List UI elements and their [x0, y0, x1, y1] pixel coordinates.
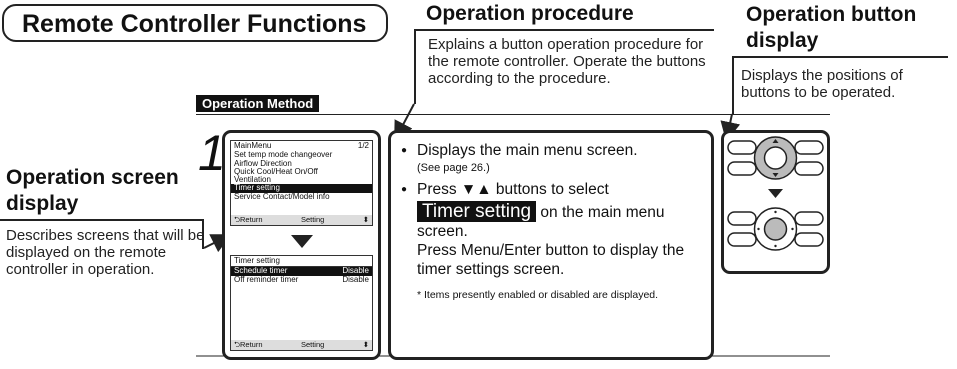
procedure-note: * Items presently enabled or disabled ar… — [417, 289, 659, 301]
operation-screen-bracket — [202, 219, 204, 249]
procedure-step-2: Press ▼▲ buttons to select Timer setting… — [401, 180, 701, 279]
operation-screen-display-heading: Operation screen display — [6, 165, 179, 217]
main-menu-page: 1/2 — [357, 141, 369, 150]
operation-procedure-description: Explains a button operation procedure fo… — [428, 36, 706, 87]
menu-item-label: Set temp mode changeover — [234, 150, 333, 160]
menu-item-label: Ventilation — [234, 175, 271, 185]
main-menu-screen: MainMenu 1/2 Set temp mode changeover Ai… — [230, 140, 373, 226]
procedure-step-1: Displays the main menu screen. — [401, 141, 701, 160]
procedure-step-1-reference: (See page 26.) — [417, 162, 490, 174]
setting-text: Setting — [300, 339, 325, 349]
procedure-step-2-post: on the main menu — [540, 204, 665, 221]
timer-setting-footer: ⮌Return Setting ⬍ — [231, 340, 372, 350]
timer-row-label: Off reminder timer — [234, 274, 299, 284]
down-triangle-icon — [291, 235, 313, 248]
menu-item[interactable]: Airflow Direction — [231, 158, 372, 168]
down-triangle-icon — [768, 189, 783, 198]
up-down-arrow-icon: ⬍ — [362, 214, 369, 224]
main-menu-header: MainMenu 1/2 — [231, 141, 372, 151]
remote-button-icon-top — [727, 136, 824, 180]
menu-item[interactable]: Service Contact/Model info — [231, 191, 372, 201]
menu-item-label: Quick Cool/Heat On/Off — [234, 166, 318, 176]
setting-text: Setting — [300, 214, 325, 224]
timer-row-label: Schedule timer — [234, 266, 288, 276]
menu-item[interactable]: Set temp mode changeover — [231, 150, 372, 160]
page-title: Remote Controller Functions — [2, 4, 388, 42]
procedure-step-2-line2: Timer setting on the main menu — [417, 201, 701, 222]
timer-setting-highlight: Timer setting — [417, 201, 537, 222]
up-down-arrow-icon: ⬍ — [362, 339, 369, 349]
operation-button-display-heading: Operation button display — [746, 2, 916, 54]
return-icon: ⮌ — [234, 214, 241, 224]
operation-method-label: Operation Method — [196, 95, 320, 112]
operation-screen-heading-line2: display — [6, 192, 79, 215]
button-panel — [721, 130, 830, 274]
operation-button-heading-line1: Operation button — [746, 3, 917, 26]
step-number: 1 — [198, 125, 226, 181]
procedure-step-2-extra: Press Menu/Enter button to display the t… — [417, 242, 685, 278]
operation-screen-heading-line1: Operation screen — [6, 166, 179, 189]
screen-panel: MainMenu 1/2 Set temp mode changeover Ai… — [222, 130, 381, 360]
remote-button-icon-bottom — [727, 207, 824, 251]
menu-item-label: Service Contact/Model info — [234, 191, 330, 201]
operation-method-rule — [196, 114, 830, 115]
return-text: Return — [240, 339, 263, 349]
main-menu-footer: ⮌Return Setting ⬍ — [231, 215, 372, 225]
procedure-step-2-cont: screen. — [417, 223, 468, 240]
menu-item-selected[interactable]: Timer setting — [231, 183, 372, 193]
remote-button-diagram — [727, 136, 824, 251]
operation-procedure-bracket — [414, 29, 416, 104]
operation-procedure-heading: Operation procedure — [426, 2, 634, 25]
menu-item[interactable]: Quick Cool/Heat On/Off — [231, 166, 372, 176]
return-label: ⮌Return — [234, 339, 263, 349]
menu-item[interactable]: Ventilation — [231, 175, 372, 185]
return-icon: ⮌ — [234, 339, 241, 349]
operation-button-heading-line2: display — [746, 29, 819, 52]
operation-button-description: Displays the positions of buttons to be … — [741, 67, 903, 101]
timer-row[interactable]: Off reminder timer Disable — [231, 274, 372, 284]
operation-procedure-underline — [414, 29, 714, 31]
operation-button-underline — [732, 56, 948, 58]
page-title-text: Remote Controller Functions — [22, 10, 367, 38]
timer-row-selected[interactable]: Schedule timer Disable — [231, 266, 372, 276]
return-text: Return — [240, 214, 263, 224]
procedure-step-2-line1: Press ▼▲ buttons to select — [417, 181, 609, 198]
operation-screen-underline — [0, 219, 204, 221]
timer-setting-screen: Timer setting Schedule timer Disable Off… — [230, 255, 373, 351]
timer-row-value: Disable — [342, 274, 369, 284]
procedure-panel: Displays the main menu screen. (See page… — [388, 130, 714, 360]
timer-setting-title: Timer setting — [234, 256, 280, 265]
timer-row-value: Disable — [342, 266, 369, 276]
menu-item-label: Timer setting — [234, 183, 280, 193]
main-menu-title: MainMenu — [234, 141, 272, 150]
operation-screen-description: Describes screens that will be displayed… — [6, 227, 205, 278]
return-label: ⮌Return — [234, 214, 263, 224]
timer-setting-header: Timer setting — [231, 256, 372, 268]
menu-item-label: Airflow Direction — [234, 158, 292, 168]
operation-button-bracket — [732, 56, 734, 114]
